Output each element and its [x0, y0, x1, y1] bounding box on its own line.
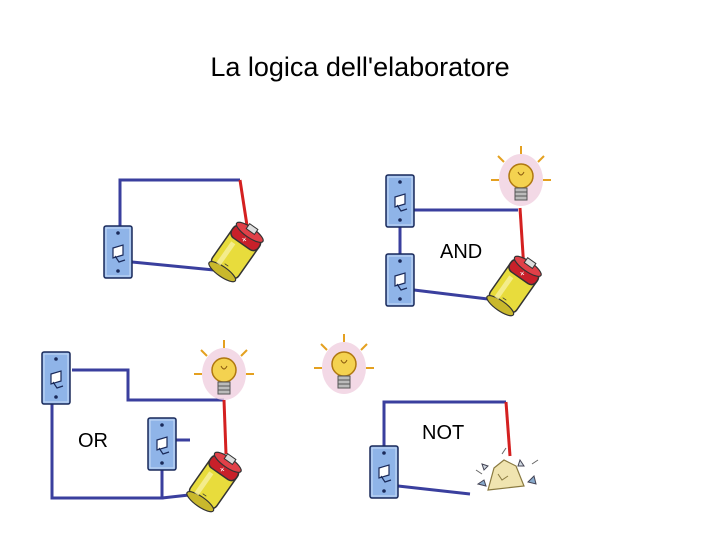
broken-bulb-icon [475, 447, 539, 491]
or-label: OR [78, 430, 108, 452]
slide-title: La logica dell'elaboratore [210, 52, 510, 82]
not-label: NOT [422, 422, 465, 444]
battery-icon [483, 250, 546, 320]
and-circuit [385, 145, 552, 320]
wire [72, 368, 224, 402]
wire-red [504, 401, 512, 457]
wire-red [238, 179, 250, 233]
wire [131, 260, 215, 272]
wire [118, 178, 240, 226]
light-bulb-icon [193, 339, 255, 401]
simple-circuit [103, 178, 268, 286]
wall-switch-icon [41, 351, 71, 405]
wall-switch-icon [385, 174, 415, 228]
wall-switch-icon [385, 253, 415, 307]
light-bulb-icon [490, 145, 552, 207]
wall-switch-icon [103, 225, 133, 279]
battery-icon [183, 446, 246, 516]
wire-red [222, 399, 228, 455]
wire [382, 400, 506, 446]
wire [413, 288, 497, 302]
wall-switch-icon [147, 417, 177, 471]
wire [50, 404, 164, 500]
wire [397, 484, 471, 496]
and-label: AND [440, 241, 483, 263]
battery-icon [205, 216, 268, 286]
or-circuit [41, 339, 255, 516]
light-bulb-icon [313, 333, 375, 395]
wall-switch-icon [369, 445, 399, 499]
not-circuit [313, 333, 539, 499]
